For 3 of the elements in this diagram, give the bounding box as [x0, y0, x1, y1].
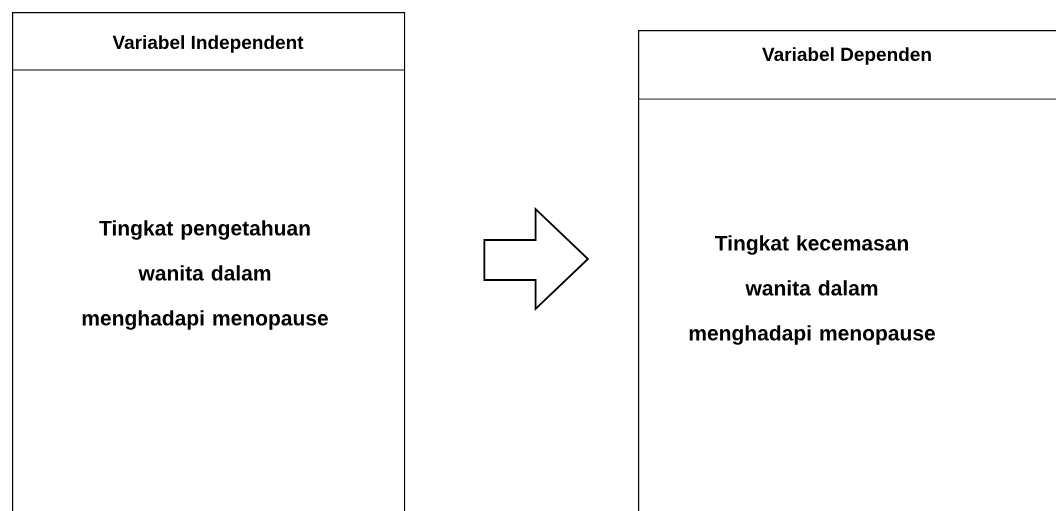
variable-box: Variabel Independent Tingkat pengetahuan wanita dalam menghadapi menopause: [11, 12, 406, 511]
variable-box: Variabel Dependen Tingkat kecemasan wanita dalam menghadapi menopause: [637, 30, 1056, 511]
block-arrow: [483, 206, 590, 312]
